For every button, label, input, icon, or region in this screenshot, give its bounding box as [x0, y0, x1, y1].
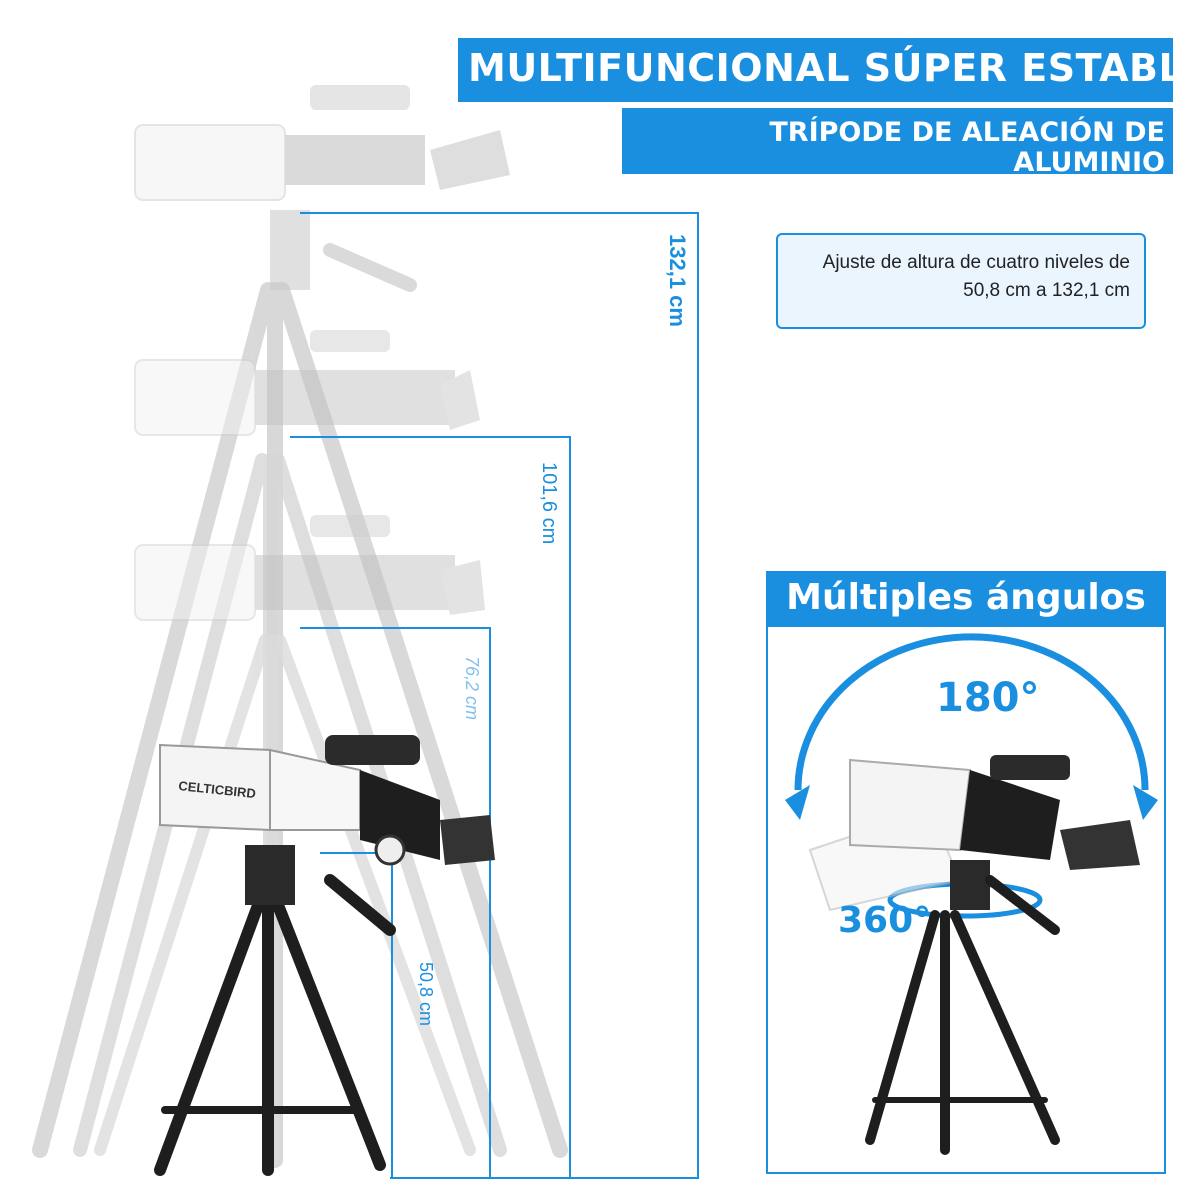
main-title: MULTIFUNCIONAL SÚPER ESTABLE: [468, 46, 1200, 90]
ghost-telescope-mid: [134, 330, 480, 436]
height-info-box: Ajuste de altura de cuatro niveles de 50…: [776, 233, 1146, 329]
subtitle: TRÍPODE DE ALEACIÓN DE ALUMINIO: [769, 117, 1165, 175]
ghost-telescope-low: [134, 515, 485, 621]
front-tripod: [154, 874, 396, 1176]
height-label-132: 132,1 cm: [665, 234, 690, 327]
height-label-101: 101,6 cm: [538, 462, 560, 545]
height-label-76: 76,2 cm: [462, 656, 482, 721]
angle-360-label: 360°: [838, 900, 932, 941]
height-label-50: 50,8 cm: [416, 962, 436, 1027]
angles-telescope: [808, 755, 1140, 912]
angle-180-label: 180°: [936, 675, 1040, 721]
angles-title-banner: Múltiples ángulos: [766, 571, 1166, 627]
angles-title: Múltiples ángulos: [786, 577, 1146, 618]
ghost-telescope-top: [134, 85, 510, 292]
angles-frame: [766, 627, 1166, 1174]
angle-arc: [785, 633, 1158, 820]
front-telescope: CELTICBIRD: [159, 735, 495, 905]
main-title-banner: MULTIFUNCIONAL SÚPER ESTABLE: [458, 38, 1200, 102]
height-info-text: Ajuste de altura de cuatro niveles de 50…: [822, 252, 1130, 301]
angles-tripod: [865, 875, 1060, 1155]
subtitle-banner: TRÍPODE DE ALEACIÓN DE ALUMINIO: [622, 108, 1173, 174]
